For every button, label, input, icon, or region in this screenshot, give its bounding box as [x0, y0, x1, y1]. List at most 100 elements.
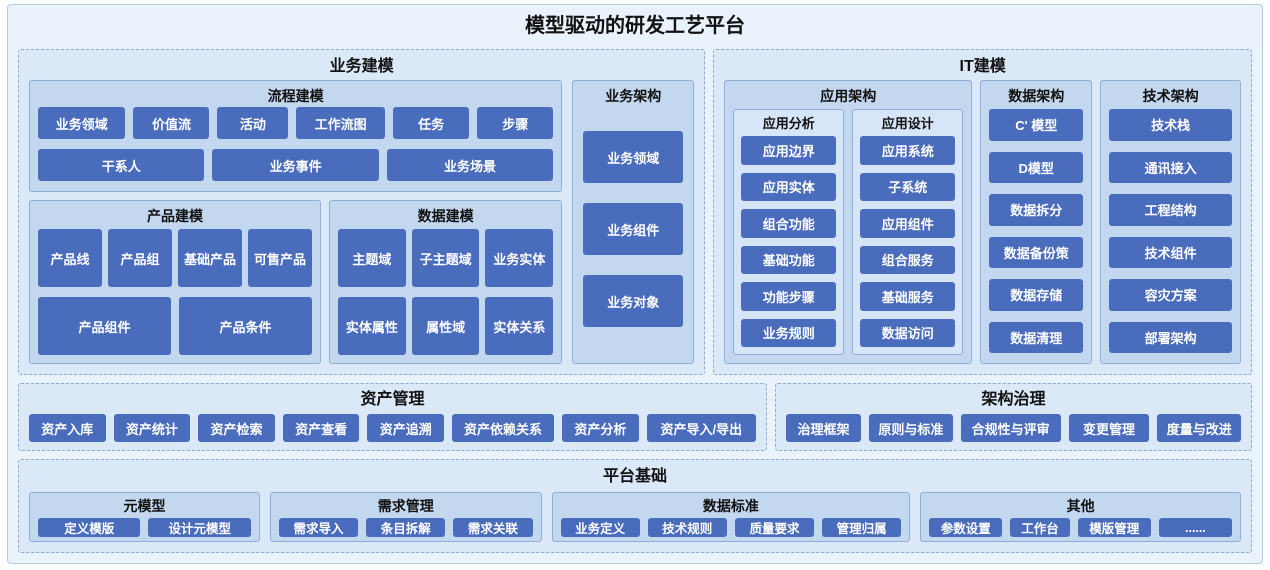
requirement-block: 需求导入 [278, 518, 359, 537]
business-architecture-block: 业务领域 [583, 131, 684, 183]
tech-architecture-block: 工程结构 [1109, 194, 1232, 226]
data-modeling-row-2: 实体属性 属性域 实体关系 [337, 297, 554, 355]
meta-model-row: 定义模版 设计元模型 [38, 518, 251, 537]
business-modeling-title: 业务建模 [329, 58, 394, 75]
box-process-modeling: 流程建模 业务领域 价值流 活动 工作流图 任务 步骤 干系人 [29, 80, 563, 192]
data-architecture-stack: C' 模型 D模型 数据拆分 数据备份策 数据存储 数据清理 [989, 107, 1084, 355]
process-block: 工作流图 [296, 107, 386, 139]
middle-row: 资产管理 资产入库 资产统计 资产检索 资产查看 资产追溯 资产依赖关系 资产分… [18, 383, 1252, 451]
app-analysis-title: 应用分析 [762, 116, 815, 131]
business-architecture-block: 业务组件 [583, 203, 684, 255]
box-product-modeling: 产品建模 产品线 产品组 基础产品 可售产品 产品组 [29, 200, 321, 364]
app-analysis-block: 功能步骤 [741, 282, 837, 311]
tech-architecture-block: 通讯接入 [1109, 151, 1232, 183]
asset-block: 资产统计 [113, 414, 191, 442]
app-analysis-block: 组合功能 [741, 209, 837, 238]
data-architecture-block: D模型 [989, 151, 1084, 183]
data-standard-row: 业务定义 技术规则 质量要求 管理归属 [560, 518, 902, 537]
tech-architecture-stack: 技术栈 通讯接入 工程结构 技术组件 容灾方案 部署架构 [1109, 107, 1232, 355]
data-architecture-block: 数据备份策 [989, 236, 1084, 268]
main-row: 业务建模 流程建模 业务领域 价值流 活动 工作流图 任务 步骤 [18, 49, 1252, 375]
requirement-management-row: 需求导入 条目拆解 需求关联 [278, 518, 533, 537]
data-architecture-block: C' 模型 [989, 109, 1084, 141]
architecture-governance-row: 治理框架 原则与标准 合规性与评审 变更管理 度量与改进 [785, 414, 1242, 442]
box-data-architecture: 数据架构 C' 模型 D模型 数据拆分 数据备份策 数据存储 数据清理 [980, 80, 1093, 364]
data-standard-block: 技术规则 [647, 518, 727, 537]
app-design-block: 基础服务 [860, 282, 956, 311]
product-block: 产品线 [38, 229, 102, 287]
box-app-design: 应用设计 应用系统 子系统 应用组件 组合服务 基础服务 数据访问 [852, 109, 964, 355]
architecture-governance-title: 架构治理 [981, 391, 1046, 408]
section-it-modeling: IT建模 应用架构 应用分析 应用边界 应用实体 组合功能 基础功能 [713, 49, 1252, 375]
requirement-block: 需求关联 [453, 518, 533, 537]
diagram-root: 模型驱动的研发工艺平台 业务建模 流程建模 业务领域 价值流 活动 工作流图 [7, 4, 1263, 564]
process-row-2: 干系人 业务事件 业务场景 [38, 149, 554, 181]
box-data-standard: 数据标准 业务定义 技术规则 质量要求 管理归属 [551, 492, 911, 542]
process-block: 业务领域 [38, 107, 126, 139]
data-architecture-block: 数据存储 [989, 279, 1084, 311]
process-block: 业务事件 [212, 149, 379, 181]
box-tech-architecture: 技术架构 技术栈 通讯接入 工程结构 技术组件 容灾方案 部署架构 [1100, 80, 1241, 364]
business-modeling-body: 流程建模 业务领域 价值流 活动 工作流图 任务 步骤 干系人 [29, 80, 695, 364]
meta-model-block: 设计元模型 [148, 518, 251, 537]
process-block: 活动 [217, 107, 289, 139]
section-asset-management: 资产管理 资产入库 资产统计 资产检索 资产查看 资产追溯 资产依赖关系 资产分… [18, 383, 767, 451]
it-modeling-title: IT建模 [959, 58, 1006, 75]
tech-architecture-block: 技术栈 [1109, 109, 1232, 141]
diagram-title: 模型驱动的研发工艺平台 [525, 15, 745, 37]
product-block: 可售产品 [248, 229, 312, 287]
platform-foundation-row: 元模型 定义模版 设计元模型 需求管理 需求导入 条目拆解 需求关联 数据标 [29, 490, 1242, 542]
data-architecture-block: 数据清理 [989, 321, 1084, 353]
requirement-management-title: 需求管理 [377, 498, 434, 514]
app-design-stack: 应用系统 子系统 应用组件 组合服务 基础服务 数据访问 [860, 134, 956, 347]
app-analysis-block: 业务规则 [741, 318, 837, 347]
others-block: 模版管理 [1077, 518, 1151, 537]
box-requirement-management: 需求管理 需求导入 条目拆解 需求关联 [269, 492, 542, 542]
process-row-1: 业务领域 价值流 活动 工作流图 任务 步骤 [38, 107, 554, 139]
box-business-architecture: 业务架构 业务领域 业务组件 业务对象 [572, 80, 695, 364]
tech-architecture-block: 技术组件 [1109, 236, 1232, 268]
process-block: 步骤 [477, 107, 554, 139]
process-block: 业务场景 [386, 149, 554, 181]
data-modeling-block: 属性域 [411, 297, 480, 355]
product-block: 产品条件 [179, 297, 312, 355]
application-architecture-cols: 应用分析 应用边界 应用实体 组合功能 基础功能 功能步骤 业务规则 [733, 107, 964, 355]
asset-block: 资产分析 [562, 414, 639, 442]
section-architecture-governance: 架构治理 治理框架 原则与标准 合规性与评审 变更管理 度量与改进 [774, 383, 1252, 451]
data-modeling-rows: 主题域 子主题域 业务实体 实体属性 属性域 实体关系 [337, 227, 554, 355]
app-design-block: 应用组件 [860, 209, 956, 238]
meta-model-title: 元模型 [123, 498, 166, 514]
business-architecture-title: 业务架构 [605, 88, 662, 104]
process-block: 干系人 [38, 149, 205, 181]
process-block: 价值流 [133, 107, 210, 139]
governance-block: 原则与标准 [869, 414, 953, 442]
box-others: 其他 参数设置 工作台 模版管理 ...... [920, 492, 1242, 542]
product-row-1: 产品线 产品组 基础产品 可售产品 [38, 229, 312, 287]
tech-architecture-block: 容灾方案 [1109, 279, 1232, 311]
product-modeling-title: 产品建模 [146, 208, 203, 224]
app-design-title: 应用设计 [881, 116, 934, 131]
box-application-architecture: 应用架构 应用分析 应用边界 应用实体 组合功能 基础功能 功能步骤 [724, 80, 973, 364]
product-block: 产品组 [108, 229, 172, 287]
governance-block: 合规性与评审 [960, 414, 1061, 442]
others-block: 工作台 [1010, 518, 1070, 537]
governance-block: 度量与改进 [1157, 414, 1242, 442]
app-design-block: 组合服务 [860, 245, 956, 274]
data-standard-block: 质量要求 [734, 518, 815, 537]
asset-management-title: 资产管理 [360, 391, 425, 408]
box-meta-model: 元模型 定义模版 设计元模型 [29, 492, 260, 542]
asset-block: 资产追溯 [367, 414, 445, 442]
others-title: 其他 [1066, 498, 1095, 514]
governance-block: 治理框架 [785, 414, 862, 442]
app-analysis-stack: 应用边界 应用实体 组合功能 基础功能 功能步骤 业务规则 [741, 134, 837, 347]
section-platform-foundation: 平台基础 元模型 定义模版 设计元模型 需求管理 需求导入 条目拆解 需求关联 [18, 459, 1252, 553]
tech-architecture-block: 部署架构 [1109, 321, 1232, 353]
app-design-block: 应用系统 [860, 136, 956, 165]
asset-block: 资产导入/导出 [646, 414, 756, 442]
asset-block: 资产入库 [29, 414, 106, 442]
business-modeling-left-col: 流程建模 业务领域 价值流 活动 工作流图 任务 步骤 干系人 [29, 80, 563, 364]
app-design-block: 数据访问 [860, 318, 956, 347]
data-architecture-block: 数据拆分 [989, 194, 1084, 226]
asset-block: 资产检索 [198, 414, 275, 442]
governance-block: 变更管理 [1068, 414, 1150, 442]
